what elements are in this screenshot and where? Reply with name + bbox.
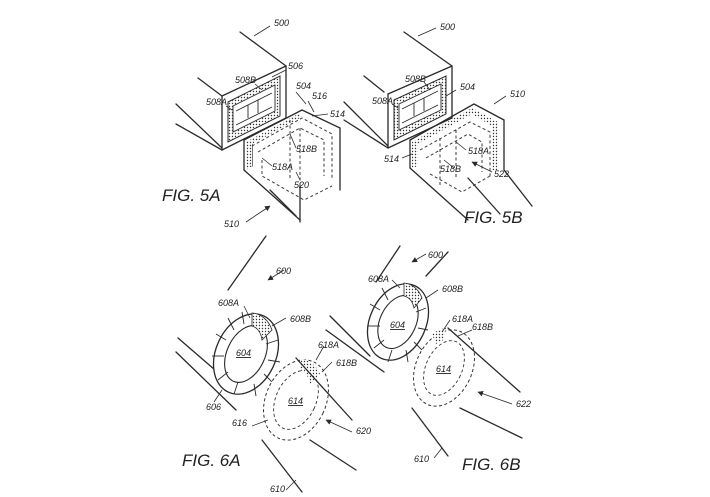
ref-618a-6b: 618A (452, 314, 473, 324)
ref-618b-6b: 618B (472, 322, 493, 332)
ref-508b-5a: 508B (235, 75, 256, 85)
ref-616-6a: 616 (232, 418, 247, 428)
figure-6b: 600 608A 608B 604 618A 618B 614 622 610 … (325, 245, 531, 474)
ref-508a-5b: 508A (372, 96, 393, 106)
ref-514-5a: 514 (330, 109, 345, 119)
ref-600-6a: 600 (276, 266, 291, 276)
ref-614-6a: 614 (288, 396, 303, 406)
figure-5a: 500 506 508B 508A 504 516 514 518B 518A … (162, 18, 345, 229)
ref-604-6b: 604 (390, 320, 405, 330)
ref-506-5a: 506 (288, 61, 303, 71)
ref-608b-6b: 608B (442, 284, 463, 294)
ref-622-6b: 622 (516, 399, 531, 409)
ref-508b-5b: 508B (405, 74, 426, 84)
ref-518b-5b: 518B (440, 164, 461, 174)
ref-618a-6a: 618A (318, 340, 339, 350)
ref-510-5b: 510 (510, 89, 525, 99)
ref-500-5a: 500 (274, 18, 289, 28)
figure-label-5b: FIG. 5B (464, 208, 523, 227)
ref-618b-6a: 618B (336, 358, 357, 368)
ref-514-5b: 514 (384, 154, 399, 164)
connector-510-body-5b (409, 103, 533, 221)
figure-5b: 500 508B 508A 504 510 514 518A 518B 522 … (343, 22, 533, 227)
ref-522-5b: 522 (494, 169, 509, 179)
figure-6a: 600 608A 608B 604 606 618A 618B 614 616 … (175, 235, 371, 494)
ref-518a-5b: 518A (468, 146, 489, 156)
ref-504-5a: 504 (296, 81, 311, 91)
ref-608a-6a: 608A (218, 298, 239, 308)
ref-508a-5a: 508A (206, 97, 227, 107)
ref-520-5a: 520 (294, 180, 309, 190)
ref-518b-5a: 518B (296, 144, 317, 154)
ring-604-6b (366, 282, 430, 363)
ref-608a-6b: 608A (368, 274, 389, 284)
ref-500-5b: 500 (440, 22, 455, 32)
ref-516-5a: 516 (312, 91, 327, 101)
connector-510-body (243, 109, 341, 223)
ref-518a-5a: 518A (272, 162, 293, 172)
figure-label-5a: FIG. 5A (162, 186, 221, 205)
ref-600-6b: 600 (428, 250, 443, 260)
ref-504-5b: 504 (460, 82, 475, 92)
ring-614-6a (261, 357, 357, 493)
ref-610-6a: 610 (270, 484, 285, 494)
ref-606-6a: 606 (206, 402, 221, 412)
cable-600-body-6b (325, 245, 449, 373)
ref-510-5a: 510 (224, 219, 239, 229)
ref-608b-6a: 608B (290, 314, 311, 324)
figure-label-6b: FIG. 6B (462, 455, 521, 474)
ring-604-6a (212, 311, 281, 397)
ref-604-6a: 604 (236, 348, 251, 358)
ring-614-6b (411, 327, 523, 457)
ref-610-6b: 610 (414, 454, 429, 464)
ref-614-6b: 614 (436, 364, 451, 374)
ref-620-6a: 620 (356, 426, 371, 436)
connector-500-body (175, 31, 287, 151)
figure-label-6a: FIG. 6A (182, 451, 241, 470)
